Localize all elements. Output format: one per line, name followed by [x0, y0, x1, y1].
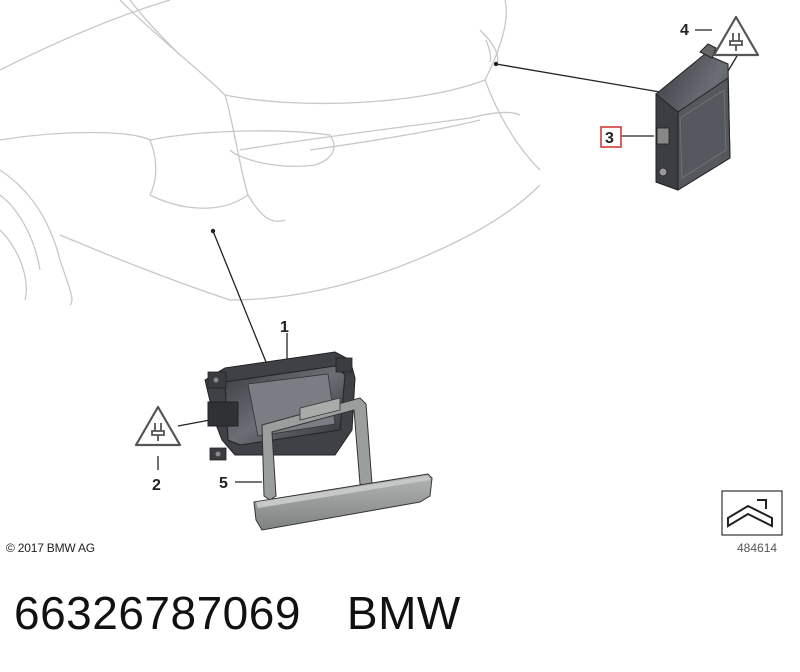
- bracket-part-5: [253, 397, 433, 531]
- car-rear-outline: [0, 0, 541, 306]
- part-caption: 66326787069 BMW: [14, 586, 461, 640]
- sensor-module-part-1: [204, 351, 356, 461]
- copyright-notice: © 2017 BMW AG: [6, 541, 95, 555]
- part-number: 66326787069: [14, 587, 301, 639]
- electrical-warning-icon: [712, 15, 760, 57]
- callout-3-highlight-box: [600, 126, 622, 148]
- brand-name: BMW: [346, 587, 461, 639]
- leader-dot: [210, 228, 216, 234]
- callout-2: 2: [152, 477, 161, 494]
- flip-view-arrow-icon: [721, 490, 783, 536]
- leader-lines: [157, 29, 738, 483]
- leader-dot: [493, 61, 499, 67]
- electrical-warning-icon: [134, 405, 182, 447]
- callout-4: 4: [680, 22, 689, 39]
- control-unit-part-3: [655, 43, 731, 191]
- callout-5: 5: [219, 475, 228, 492]
- callout-1: 1: [280, 319, 289, 336]
- callout-3: 3: [605, 130, 614, 147]
- diagram-reference-number: 484614: [737, 541, 778, 555]
